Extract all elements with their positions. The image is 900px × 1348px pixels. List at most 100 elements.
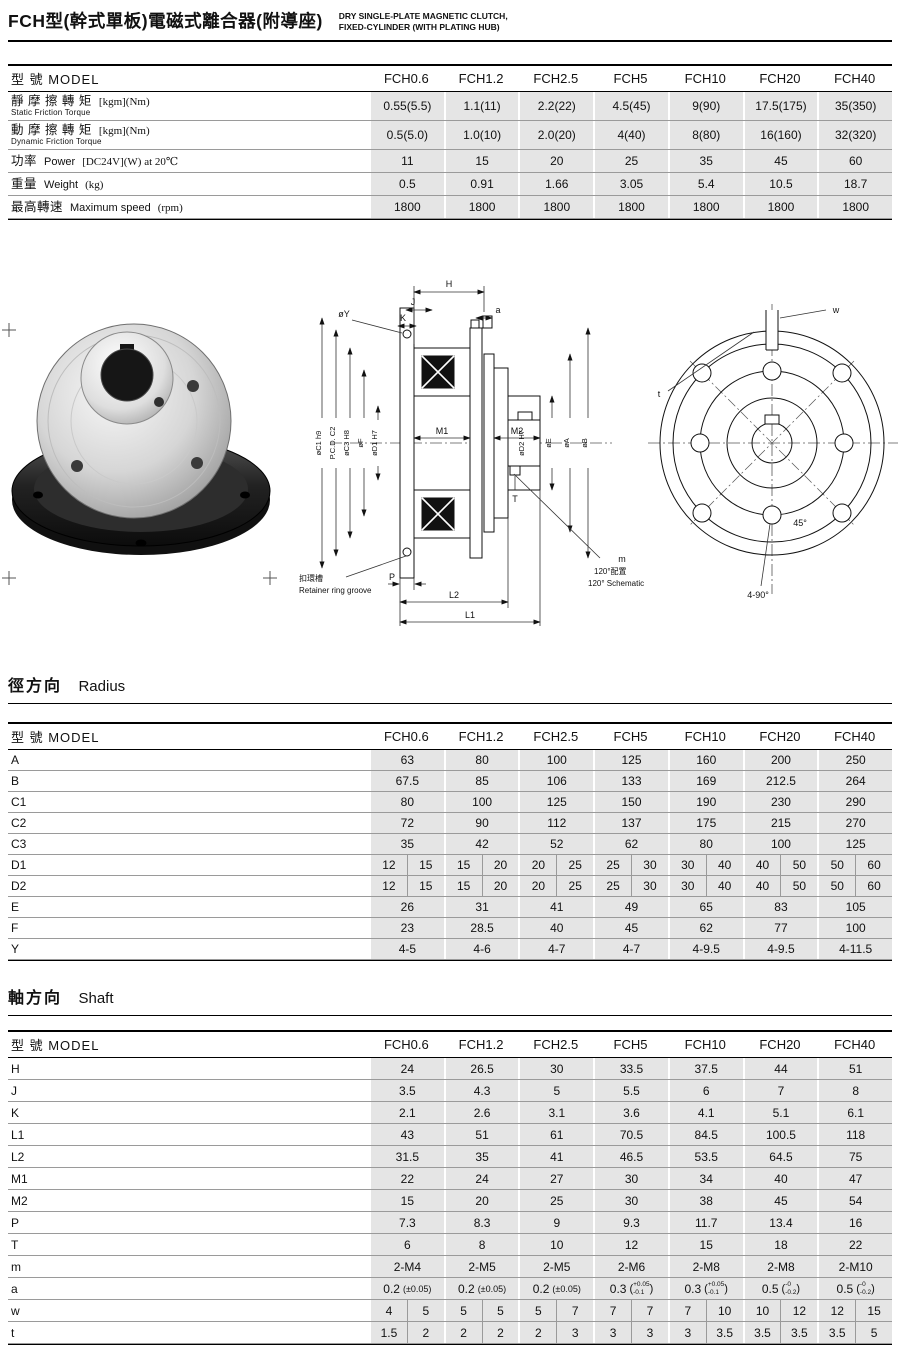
dim-row-letter: t (11, 1325, 15, 1340)
dim-value: 8 (817, 1080, 893, 1101)
dim-sub-value: 15 (855, 1300, 892, 1321)
tolerance-lower: -0.1 (707, 1288, 720, 1296)
dim-value-tolerance: 0.3(+0.05-0.1) (667, 1278, 743, 1299)
dim-value: 72 (369, 813, 444, 833)
dim-value: 6.1 (817, 1102, 893, 1123)
dim-row-label: t (8, 1322, 369, 1343)
dim-value: 190 (667, 792, 743, 812)
spec-value: 1800 (667, 196, 743, 218)
dim-value: 41 (518, 897, 594, 917)
dim-sub-value: 30 (631, 855, 668, 875)
dim-value: 212.5 (742, 771, 818, 791)
dim-value: 270 (817, 813, 893, 833)
dim-label-pcd: P.C.D. C2 (328, 427, 337, 460)
dimension-lines (319, 286, 601, 626)
dim-row-letter: Y (11, 942, 20, 956)
dim-label-a: a (495, 305, 500, 315)
cross-section-labels: H J K a øY øC1 h9 P.C.D. C2 øC3 H8 øF øD… (299, 279, 644, 620)
dim-value: 230 (742, 792, 818, 812)
label-line: Static Friction Torque (11, 108, 369, 118)
dim-sub-value: 4 (385, 1303, 393, 1318)
dim-row-label: F (8, 918, 369, 938)
model-name: FCH10 (684, 1037, 726, 1052)
dim-value-tolerance: 0.5(-0-0.2) (817, 1278, 893, 1299)
page-subtitle-line1: DRY SINGLE-PLATE MAGNETIC CLUTCH, (338, 11, 508, 21)
dim-label-w: w (832, 305, 840, 315)
model-name: FCH20 (759, 1037, 801, 1052)
dim-label-m2: M2 (511, 426, 524, 436)
dim-sub-value: 3 (631, 1322, 668, 1343)
paren-open: ( (781, 1282, 786, 1295)
spec-value: 1.66 (518, 173, 594, 195)
dim-sub-value: 3.5 (705, 1322, 743, 1343)
dim-value: 4-11.5 (817, 939, 893, 959)
spec-value: 1800 (443, 196, 519, 218)
dim-value: 2.1 (369, 1102, 444, 1123)
dim-value: 4.3 (443, 1080, 519, 1101)
dim-value: 80 (667, 834, 743, 854)
spec-row-label: 靜 摩 擦 轉 矩[kgm](Nm)Static Friction Torque (8, 92, 369, 120)
dim-sub-value: 20 (481, 855, 519, 875)
model-header-label: 型 號 MODEL (11, 1038, 100, 1053)
model-name: FCH40 (834, 729, 876, 744)
product-photo (2, 323, 277, 585)
dim-sub-value: 20 (531, 879, 546, 893)
label-segment: 動 摩 擦 轉 矩 (11, 123, 92, 138)
dim-value: 26 (369, 897, 444, 917)
dim-value: 23 (369, 918, 444, 938)
dim-row-letter: L1 (11, 1127, 25, 1142)
dim-value: 26.5 (443, 1058, 519, 1079)
dim-row-label: H (8, 1058, 369, 1079)
paren-close: ) (871, 1282, 875, 1295)
tolerance-main-value: 0.3 (609, 1281, 627, 1296)
model-name: FCH1.2 (458, 71, 504, 86)
dim-sub-value: 20 (481, 876, 519, 896)
dim-value-tolerance: 0.3(+0.05-0.1) (593, 1278, 668, 1299)
label-segment: Power (44, 155, 76, 168)
dim-sub-value: 25 (556, 855, 593, 875)
dim-value: 175 (667, 813, 743, 833)
paren-close: ) (724, 1282, 728, 1295)
dim-sub-value: 3.5 (780, 1322, 817, 1343)
tolerance-value: (-0-0.2) (856, 1281, 875, 1296)
dim-row-label: E (8, 897, 369, 917)
model-name: FCH2.5 (533, 729, 579, 744)
dim-value: 20 (443, 1190, 519, 1211)
spec-row: 動 摩 擦 轉 矩[kgm](Nm)Dynamic Friction Torqu… (8, 121, 893, 150)
dim-sub-value: 50 (830, 858, 844, 872)
shaft-heading-zh: 軸方向 (8, 990, 63, 1007)
dim-value: 52 (518, 834, 594, 854)
model-name: FCH20 (759, 729, 801, 744)
dim-row-label: C3 (8, 834, 369, 854)
tolerance-main-value: 0.5 (761, 1281, 779, 1296)
dim-value: 64.5 (742, 1146, 818, 1167)
dim-value: 100 (817, 918, 893, 938)
dim-sub-value: 40 (705, 855, 743, 875)
dim-value: 83 (742, 897, 818, 917)
front-view-labels: w t 45° 4-90° (658, 305, 840, 600)
dim-row-label: C2 (8, 813, 369, 833)
dim-sub-value: 25 (606, 879, 620, 893)
spec-value: 45 (742, 150, 818, 172)
paren-open: ( (704, 1282, 708, 1295)
dim-row-letter: C2 (11, 816, 27, 830)
model-name: FCH0.6 (383, 1037, 429, 1052)
model-name: FCH10 (684, 729, 726, 744)
dim-value: 84.5 (667, 1124, 743, 1145)
spec-value: 17.5(175) (742, 92, 818, 120)
dim-value: 8 (443, 1234, 519, 1255)
paren-open: ( (629, 1282, 634, 1295)
dim-value: 100 (518, 750, 594, 770)
dim-sub-value: 7 (631, 1300, 668, 1321)
